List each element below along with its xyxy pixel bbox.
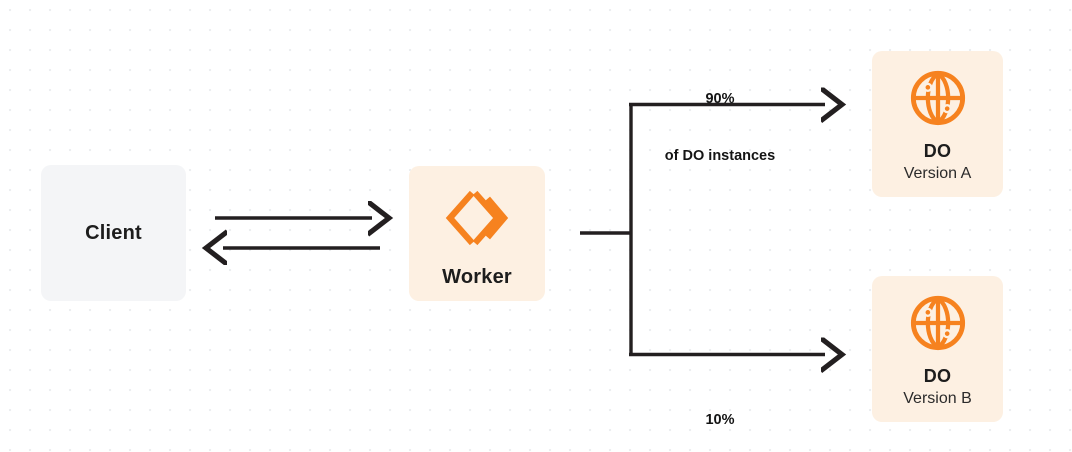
durable-object-globe-icon xyxy=(910,70,965,126)
durable-object-node-b: DO Version B xyxy=(872,276,1003,422)
branch-label-top-detail: of DO instances xyxy=(664,148,776,164)
worker-node: Worker xyxy=(409,166,545,301)
client-node: Client xyxy=(41,165,186,301)
branch-label-bottom: 10% of DO instances xyxy=(620,373,820,452)
worker-label: Worker xyxy=(442,266,512,288)
durable-object-b-title: DO xyxy=(923,366,952,386)
branch-label-top: 90% of DO instances xyxy=(620,52,820,204)
durable-object-node-a: DO Version A xyxy=(872,51,1003,197)
durable-object-a-subtitle: Version A xyxy=(903,165,972,182)
client-label: Client xyxy=(85,221,142,244)
durable-object-globe-icon xyxy=(910,295,965,351)
durable-object-b-subtitle: Version B xyxy=(903,390,972,407)
durable-object-a-title: DO xyxy=(923,141,952,161)
branch-label-top-percent: 90% xyxy=(705,91,735,107)
branch-label-bottom-percent: 10% xyxy=(705,412,735,428)
cloudflare-workers-icon xyxy=(445,190,509,246)
